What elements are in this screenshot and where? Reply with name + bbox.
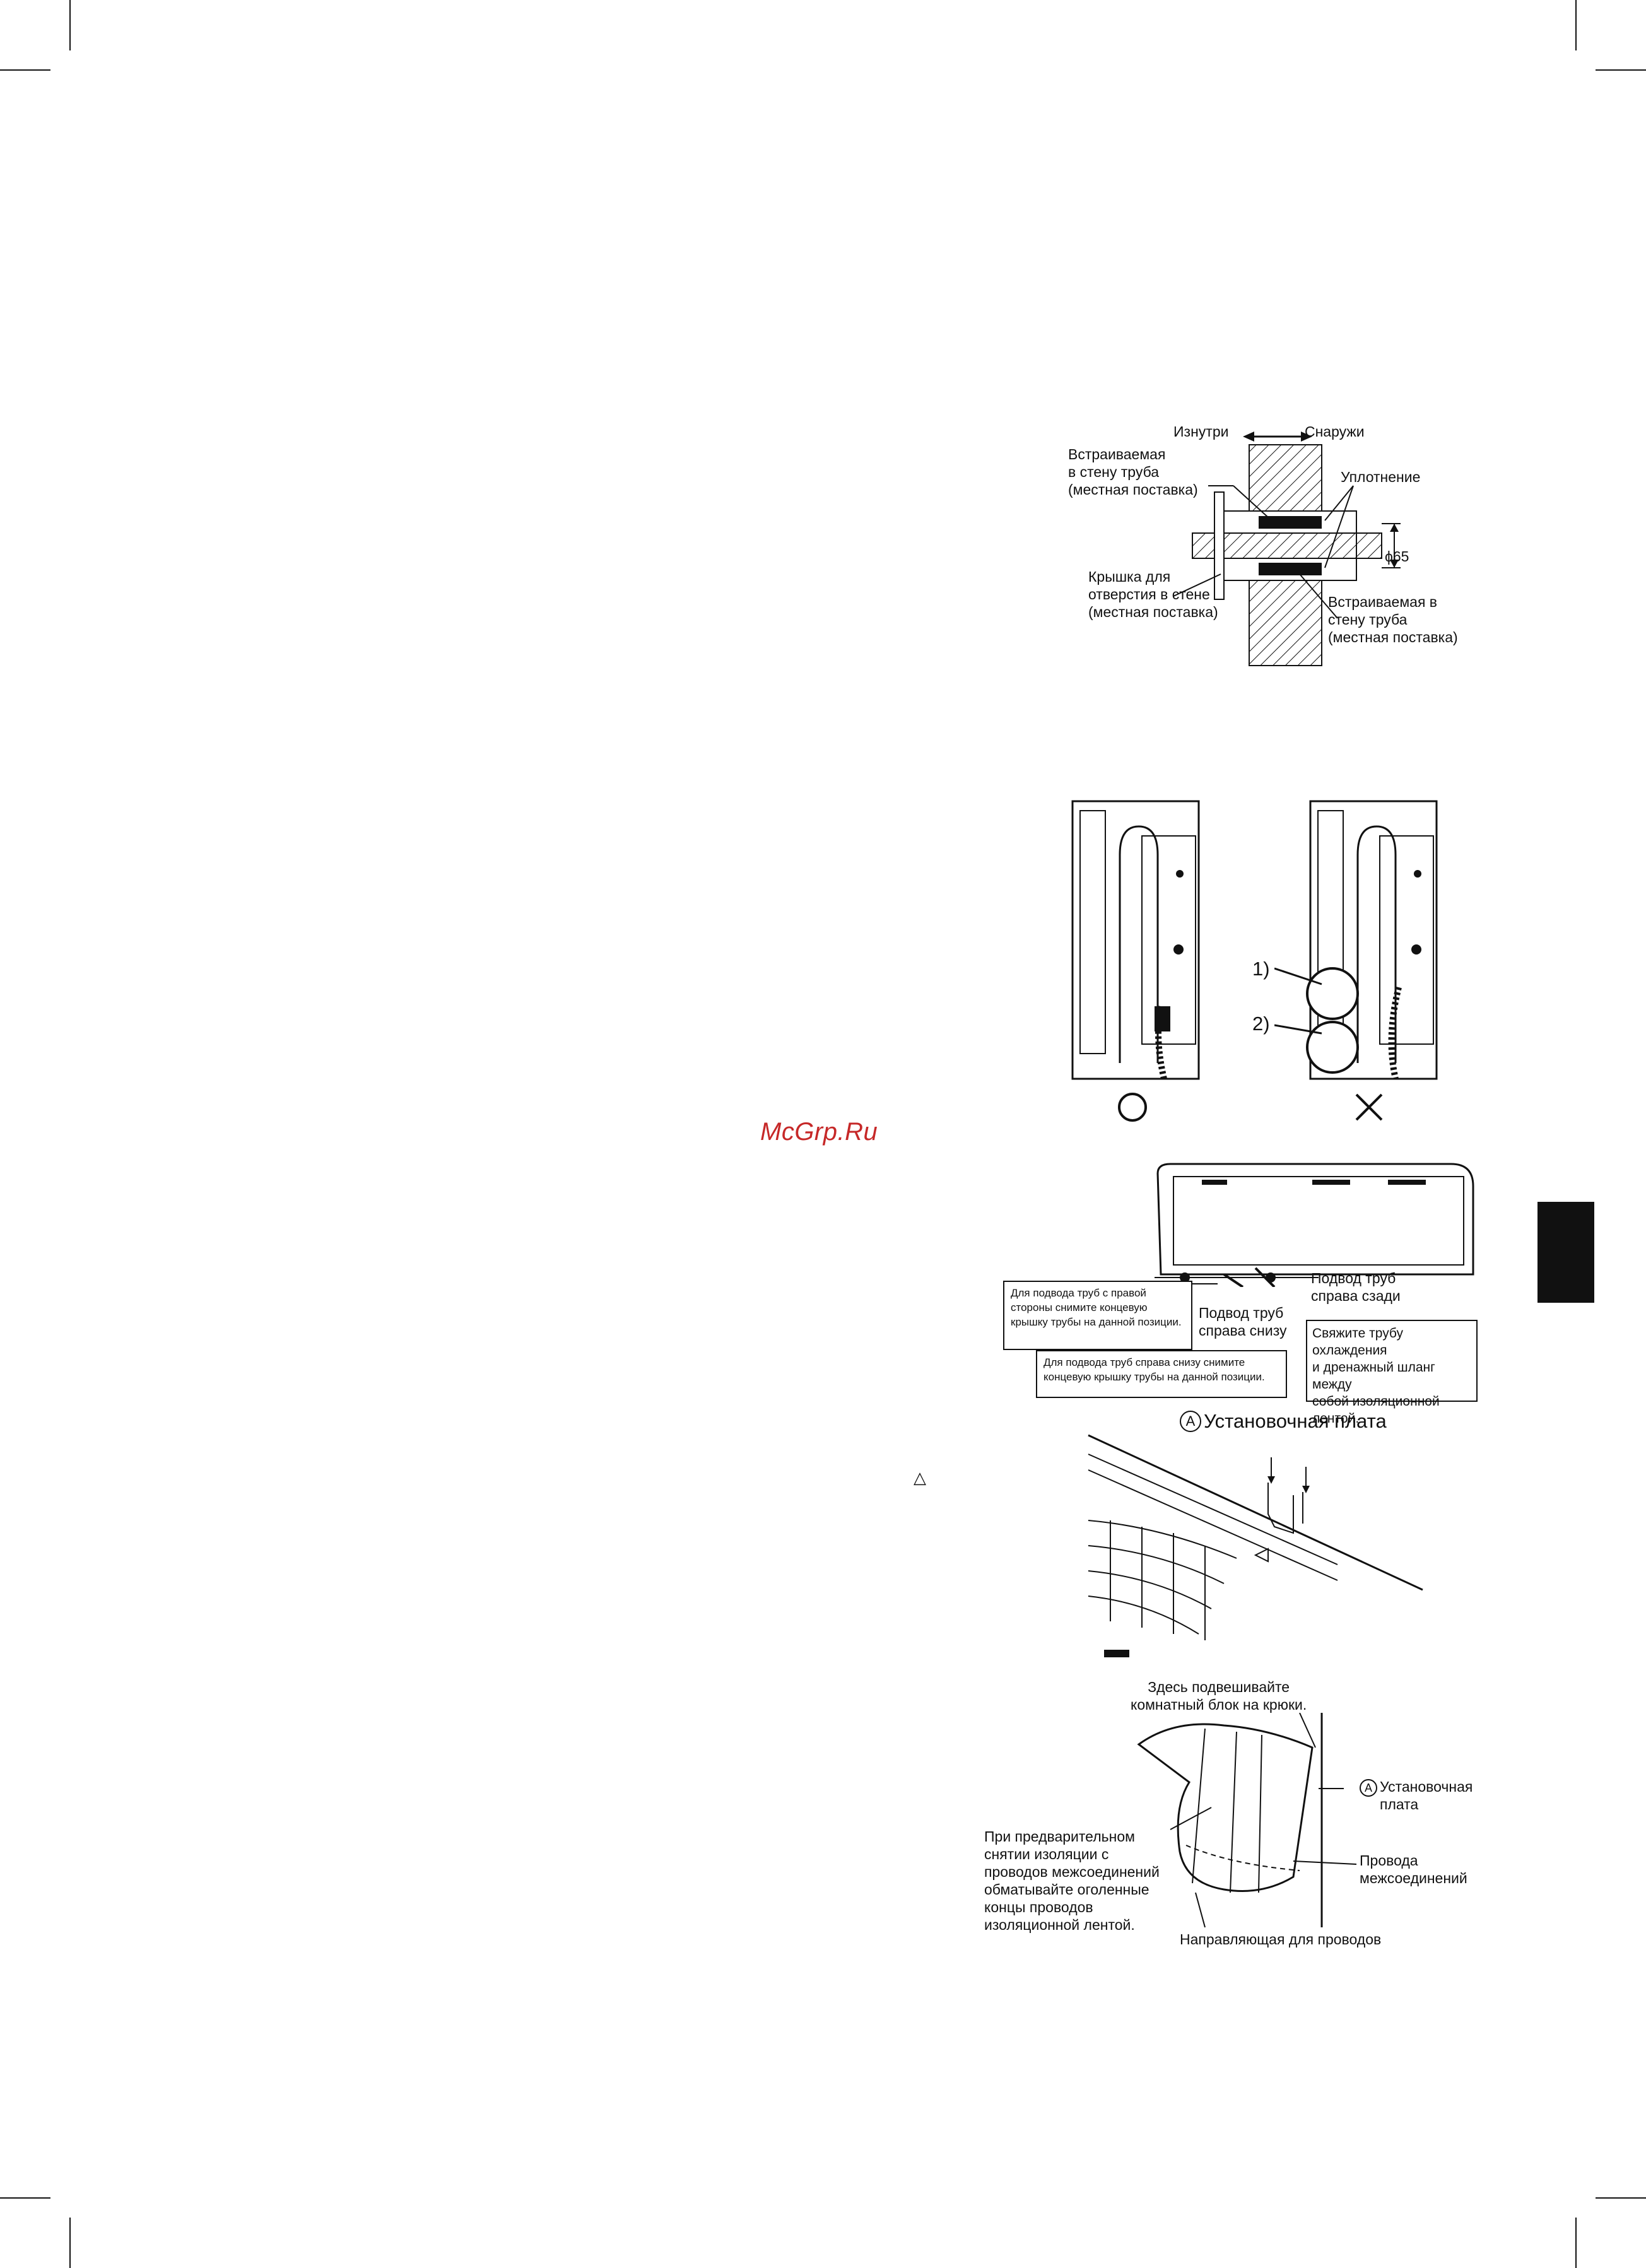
hose-routing-ng-drawing [1306,800,1438,1080]
plate-ref-row: A Установочная плата [1360,1778,1473,1813]
embedded-pipe-top-label: Встраиваемая в стену труба (местная пост… [1068,446,1198,498]
crop-mark [1596,2197,1646,2199]
hole-cover-label: Крышка для отверстия в стене (местная по… [1088,568,1218,620]
wire-guide-label: Направляющая для проводов [1180,1931,1382,1948]
diameter-label: ϕ65 [1385,548,1409,565]
crop-mark [0,2197,50,2199]
plate-ref-label: Установочная плата [1380,1778,1473,1813]
hanging-unit-drawing [1137,1713,1323,1927]
hose-routing-ok-drawing [1071,800,1200,1080]
wall-section-drawing [1173,432,1401,666]
crop-mark [1575,0,1577,50]
crop-mark [69,2218,71,2268]
hook-note: Здесь подвешивайте комнатный блок на крю… [1131,1679,1307,1713]
outside-label: Снаружи [1305,423,1365,440]
plate-title-row: A Установочная плата [1180,1410,1387,1433]
marker-a-icon: A [1360,1779,1377,1797]
bottom-right-label: Подвод труб справа снизу [1199,1305,1287,1339]
embedded-pipe-bottom-label: Встраиваемая в стену труба (местная пост… [1328,594,1458,645]
insulation-note: При предварительном снятии изоляции с пр… [984,1828,1160,1933]
watermark: McGrp.Ru [760,1118,878,1146]
triangle-mark: △ [914,1468,926,1487]
pipe-cover-drawing [1155,1163,1474,1287]
cross-icon [1355,1093,1383,1121]
hanging-leader-lines [1170,1788,1357,1928]
leader-lines [1274,967,1322,1035]
circle-icon [1118,1093,1147,1122]
section-tab [1537,1202,1594,1303]
bind-note-box: Свяжите трубу охлаждения и дренажный шла… [1306,1320,1478,1426]
crop-mark [1596,69,1646,71]
crop-mark [69,0,71,50]
wires-label: Провода межсоединений [1360,1852,1467,1886]
seal-label: Уплотнение [1341,469,1421,485]
crop-mark [0,69,50,71]
plate-title: Установочная плата [1204,1410,1387,1432]
right-side-note-box: Для подвода труб с правой стороны снимит… [1003,1281,1192,1350]
bottom-note-box: Для подвода труб справа снизу снимите ко… [1036,1350,1287,1398]
rear-right-label: Подвод труб справа сзади [1311,1270,1401,1304]
mounting-plate-drawing [1088,1434,1423,1657]
mark-1-label: 1) [1252,958,1270,980]
mark-2-label: 2) [1252,1013,1270,1035]
crop-mark [1575,2218,1577,2268]
marker-a-icon: A [1180,1411,1201,1432]
inside-label: Изнутри [1173,423,1229,440]
